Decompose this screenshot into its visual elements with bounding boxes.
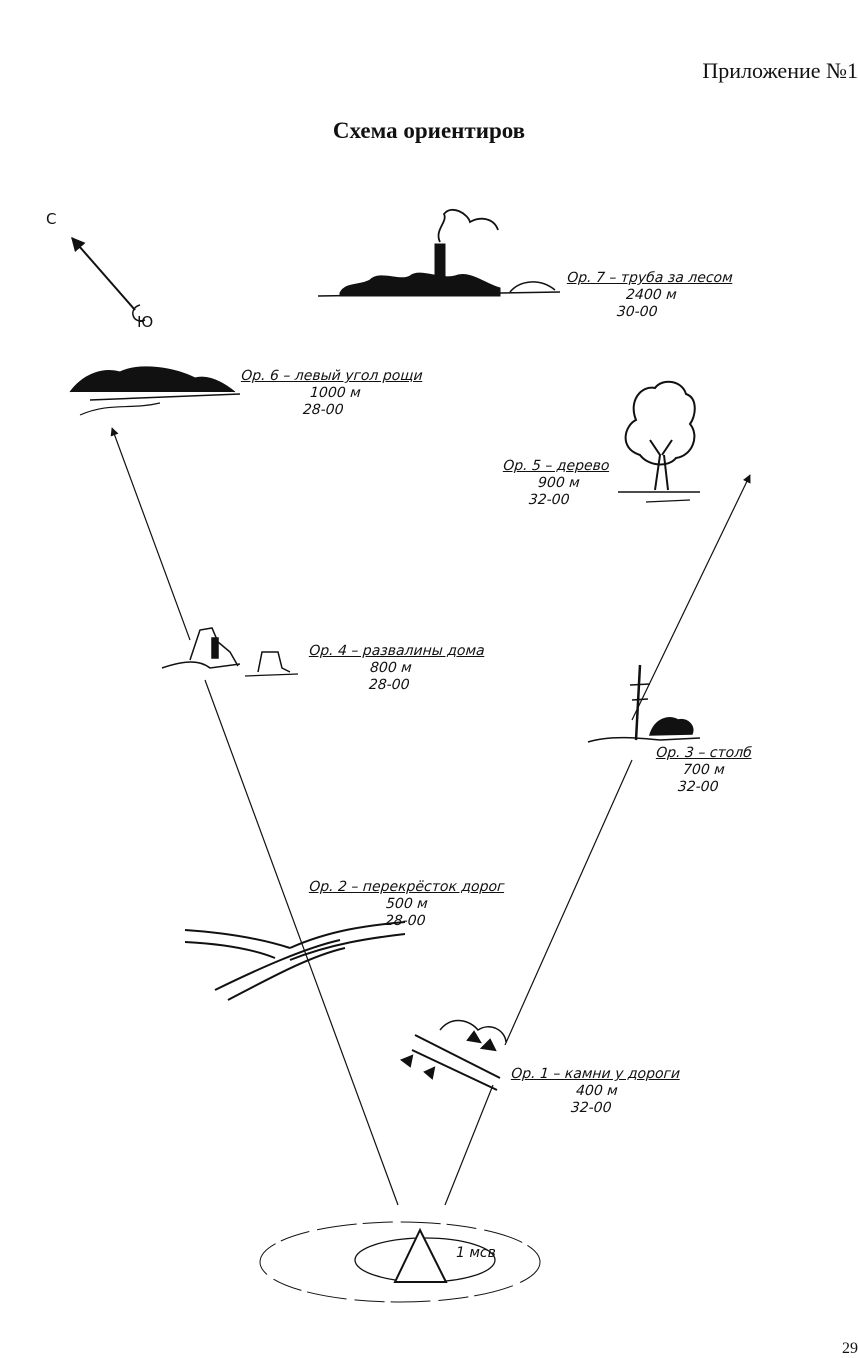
landmark-label-4: Ор. 4 – развалины дома 800 м 28-00 bbox=[306, 643, 486, 694]
landmark-4-angle: 28-00 bbox=[368, 677, 411, 693]
stones-by-road-icon bbox=[399, 1019, 507, 1091]
landmark-label-2: Ор. 2 – перекрёсток дорог 500 м 28-00 bbox=[306, 879, 505, 930]
landmark-2-distance: 500 м bbox=[385, 896, 429, 912]
landmark-4-name: Ор. 4 – развалины дома bbox=[308, 643, 486, 659]
landmark-1-angle: 32-00 bbox=[570, 1100, 613, 1116]
landmark-label-1: Ор. 1 – камни у дороги 400 м 32-00 bbox=[508, 1066, 681, 1117]
landmark-5-angle: 32-00 bbox=[528, 492, 571, 508]
observation-post-icon bbox=[259, 1221, 541, 1303]
landmark-5-distance: 900 м bbox=[537, 475, 581, 491]
landmark-2-angle: 28-00 bbox=[384, 913, 427, 929]
landmark-7-distance: 2400 м bbox=[625, 287, 678, 303]
landmark-7-angle: 30-00 bbox=[616, 304, 659, 320]
landmark-6-angle: 28-00 bbox=[302, 402, 345, 418]
landmark-1-distance: 400 м bbox=[575, 1083, 619, 1099]
landmark-6-distance: 1000 м bbox=[309, 385, 362, 401]
diagram-title: Схема ориентиров bbox=[332, 118, 526, 143]
compass-south-label: Ю bbox=[137, 313, 154, 331]
landmark-3-distance: 700 м bbox=[682, 762, 726, 778]
page-number: 29 bbox=[842, 1340, 858, 1357]
landmark-4-distance: 800 м bbox=[369, 660, 413, 676]
landmark-1-name: Ор. 1 – камни у дороги bbox=[510, 1066, 681, 1082]
tree-icon bbox=[618, 380, 700, 503]
sight-line-right-lower bbox=[444, 1084, 494, 1206]
road-crossing-icon bbox=[184, 921, 406, 1001]
compass-arrow-icon bbox=[71, 236, 146, 322]
landmark-3-angle: 32-00 bbox=[677, 779, 720, 795]
sight-line-left-upper bbox=[110, 427, 191, 641]
landmark-2-name: Ор. 2 – перекрёсток дорог bbox=[308, 879, 506, 895]
landmark-6-name: Ор. 6 – левый угол рощи bbox=[240, 368, 424, 384]
landmark-7-name: Ор. 7 – труба за лесом bbox=[566, 270, 734, 286]
chimney-behind-forest-icon bbox=[317, 209, 561, 297]
landmark-label-5: Ор. 5 – дерево 900 м 32-00 bbox=[500, 458, 610, 509]
landmark-label-7: Ор. 7 – труба за лесом 2400 м 30-00 bbox=[564, 270, 734, 321]
compass-north-label: С bbox=[46, 210, 57, 228]
appendix-label: Приложение №1 bbox=[702, 58, 858, 83]
sight-line-right-upper bbox=[631, 474, 751, 721]
landmark-label-6: Ор. 6 – левый угол рощи 1000 м 28-00 bbox=[238, 368, 423, 419]
observation-post-label: 1 мсв bbox=[456, 1245, 496, 1261]
sight-line-right-mid bbox=[504, 759, 633, 1046]
grove-icon bbox=[69, 366, 241, 416]
landmark-5-name: Ор. 5 – дерево bbox=[502, 458, 611, 474]
landmark-3-name: Ор. 3 – столб bbox=[655, 745, 753, 761]
house-ruins-icon bbox=[161, 627, 299, 677]
landmark-label-3: Ор. 3 – столб 700 м 32-00 bbox=[653, 745, 753, 796]
pole-icon bbox=[587, 664, 701, 743]
